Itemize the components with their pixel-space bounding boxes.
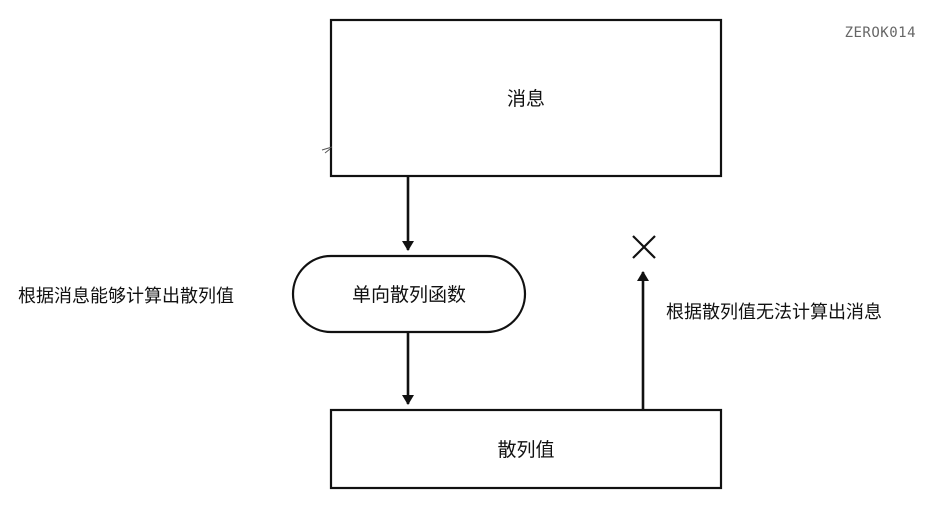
hash-function-node: 单向散列函数 [291, 254, 527, 334]
hash-value-label: 散列值 [497, 439, 554, 461]
scan-artifact [321, 146, 333, 154]
message-label: 消息 [507, 88, 545, 110]
hash-value-box [329, 408, 723, 490]
forward-annotation: 根据消息能够计算出散列值 [18, 286, 234, 307]
message-box [329, 18, 723, 178]
hash-value-node: 散列值 [329, 408, 723, 490]
hash-function-label: 单向散列函数 [352, 284, 466, 306]
figure-code: ZEROK014 [845, 25, 916, 41]
message-node: 消息 [329, 18, 723, 178]
x-mark-icon [632, 235, 656, 259]
reverse-annotation: 根据散列值无法计算出消息 [666, 302, 882, 323]
